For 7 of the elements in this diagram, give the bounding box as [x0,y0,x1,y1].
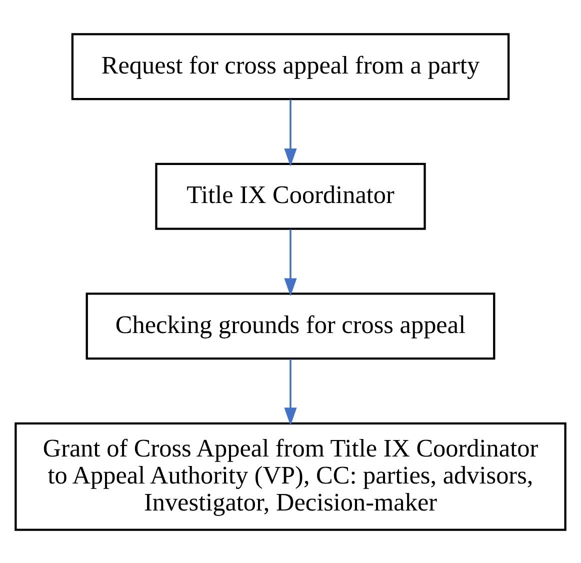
arrow [284,99,297,166]
node-box: Grant of Cross Appeal from Title IX Coordinator to Appeal Authority (VP), CC: parties, advisors, Investigator, Decision-maker [14,422,566,530]
arrow [284,358,297,426]
node-box: Checking grounds for cross appeal [86,292,496,360]
node-box: Title IX Coordinator [155,162,426,230]
arrow [284,228,297,296]
node-box: Request for cross appeal from a party [71,32,510,100]
